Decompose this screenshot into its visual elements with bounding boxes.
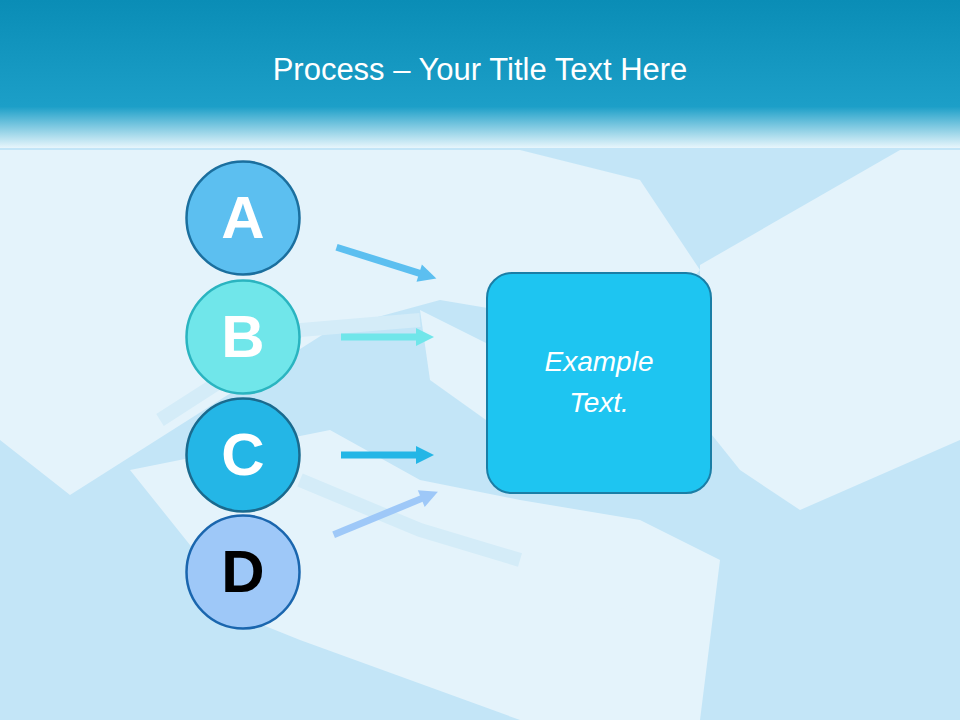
letter-circle: C xyxy=(185,397,301,513)
step-letter: B xyxy=(221,307,264,367)
letter-circle: A xyxy=(185,160,301,276)
letter-circle: B xyxy=(185,279,301,395)
flow-arrow xyxy=(337,247,437,281)
flow-arrow xyxy=(341,446,434,464)
flow-arrow xyxy=(341,328,434,346)
process-box: Example Text. xyxy=(486,272,712,494)
step-letter: D xyxy=(221,542,264,602)
slide-title: Process – Your Title Text Here xyxy=(0,52,960,88)
box-text: Example Text. xyxy=(518,342,680,423)
step-letter: A xyxy=(221,188,264,248)
letter-circle: D xyxy=(185,514,301,630)
step-letter: C xyxy=(221,425,264,485)
flow-arrow xyxy=(334,490,438,534)
